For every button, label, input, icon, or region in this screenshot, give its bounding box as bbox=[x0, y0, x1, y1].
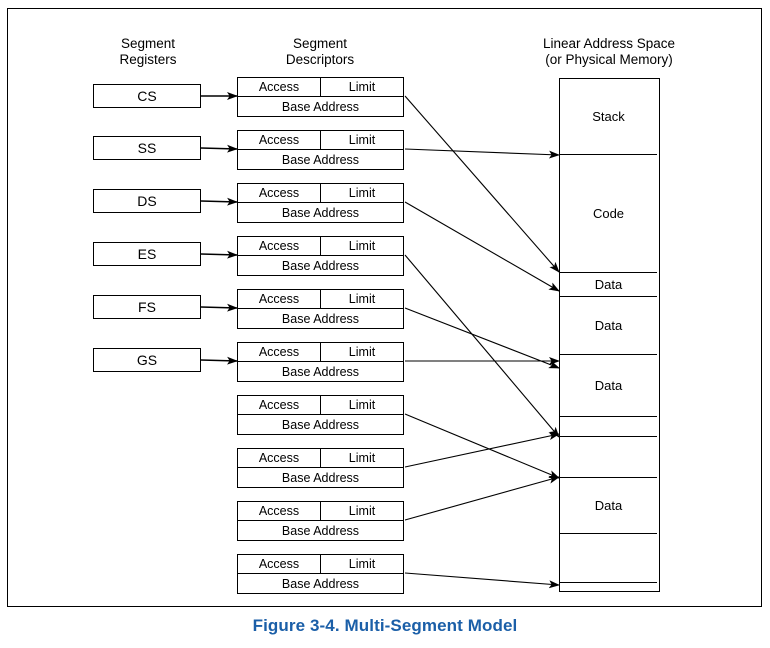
descriptor-access-cell: Access bbox=[238, 78, 321, 96]
memory-block-stack[interactable]: Stack bbox=[560, 79, 657, 155]
descriptor-access-cell: Access bbox=[238, 184, 321, 202]
segment-register-label: FS bbox=[138, 299, 156, 315]
descriptor-limit-cell: Limit bbox=[348, 504, 376, 518]
linear-address-space-column: Stack Code Data Data Data Data bbox=[559, 78, 660, 592]
segment-descriptor-1[interactable]: Access Limit Base Address bbox=[237, 77, 404, 117]
segment-register-ss[interactable]: SS bbox=[93, 136, 201, 160]
segment-descriptor-3[interactable]: Access Limit Base Address bbox=[237, 183, 404, 223]
segment-descriptor-10[interactable]: Access Limit Base Address bbox=[237, 554, 404, 594]
segment-register-gs[interactable]: GS bbox=[93, 348, 201, 372]
segment-register-cs[interactable]: CS bbox=[93, 84, 201, 108]
descriptor-base-address-row: Base Address bbox=[237, 573, 404, 594]
memory-block-empty-1[interactable] bbox=[560, 417, 657, 437]
descriptor-base-address-row: Base Address bbox=[237, 520, 404, 541]
descriptor-access-limit-row: Access Limit bbox=[237, 448, 404, 468]
descriptor-access-cell: Access bbox=[238, 131, 321, 149]
descriptor-base-address-row: Base Address bbox=[237, 149, 404, 170]
segment-register-fs[interactable]: FS bbox=[93, 295, 201, 319]
descriptor-base-address-row: Base Address bbox=[237, 414, 404, 435]
segment-register-label: DS bbox=[137, 193, 157, 209]
figure-border bbox=[7, 8, 762, 607]
segment-descriptor-6[interactable]: Access Limit Base Address bbox=[237, 342, 404, 382]
segment-descriptor-8[interactable]: Access Limit Base Address bbox=[237, 448, 404, 488]
segment-register-label: CS bbox=[137, 88, 157, 104]
descriptor-base-address-row: Base Address bbox=[237, 308, 404, 329]
descriptor-limit-cell: Limit bbox=[348, 80, 376, 94]
descriptor-base-address-row: Base Address bbox=[237, 467, 404, 488]
descriptor-limit-cell: Limit bbox=[348, 133, 376, 147]
segment-descriptors-header: Segment Descriptors bbox=[285, 36, 355, 67]
descriptor-access-cell: Access bbox=[238, 237, 321, 255]
descriptor-base-address-row: Base Address bbox=[237, 361, 404, 382]
descriptor-access-limit-row: Access Limit bbox=[237, 289, 404, 309]
descriptor-base-address-row: Base Address bbox=[237, 202, 404, 223]
descriptor-base-address-row: Base Address bbox=[237, 255, 404, 276]
segment-descriptor-9[interactable]: Access Limit Base Address bbox=[237, 501, 404, 541]
descriptor-access-limit-row: Access Limit bbox=[237, 236, 404, 256]
segment-descriptor-4[interactable]: Access Limit Base Address bbox=[237, 236, 404, 276]
memory-block-empty-2[interactable] bbox=[560, 437, 657, 478]
descriptor-access-limit-row: Access Limit bbox=[237, 130, 404, 150]
descriptor-limit-cell: Limit bbox=[348, 292, 376, 306]
memory-block-data-1[interactable]: Data bbox=[560, 273, 657, 297]
segment-descriptor-7[interactable]: Access Limit Base Address bbox=[237, 395, 404, 435]
descriptor-access-cell: Access bbox=[238, 502, 321, 520]
descriptor-access-cell: Access bbox=[238, 396, 321, 414]
descriptor-limit-cell: Limit bbox=[348, 451, 376, 465]
segment-registers-header: Segment Registers bbox=[119, 36, 177, 67]
memory-block-data-2[interactable]: Data bbox=[560, 297, 657, 355]
descriptor-limit-cell: Limit bbox=[348, 345, 376, 359]
descriptor-limit-cell: Limit bbox=[348, 186, 376, 200]
memory-block-data-4[interactable]: Data bbox=[560, 478, 657, 534]
descriptor-access-cell: Access bbox=[238, 343, 321, 361]
segment-register-label: GS bbox=[136, 352, 158, 368]
descriptor-limit-cell: Limit bbox=[348, 398, 376, 412]
segment-descriptor-2[interactable]: Access Limit Base Address bbox=[237, 130, 404, 170]
segment-descriptor-5[interactable]: Access Limit Base Address bbox=[237, 289, 404, 329]
segment-register-label: SS bbox=[137, 140, 157, 156]
descriptor-access-cell: Access bbox=[238, 555, 321, 573]
descriptor-limit-cell: Limit bbox=[348, 557, 376, 571]
linear-address-space-header: Linear Address Space (or Physical Memory… bbox=[542, 36, 676, 67]
descriptor-access-cell: Access bbox=[238, 290, 321, 308]
descriptor-access-limit-row: Access Limit bbox=[237, 77, 404, 97]
descriptor-limit-cell: Limit bbox=[348, 239, 376, 253]
memory-block-code[interactable]: Code bbox=[560, 155, 657, 273]
figure-caption: Figure 3-4. Multi-Segment Model bbox=[252, 616, 518, 635]
descriptor-access-limit-row: Access Limit bbox=[237, 342, 404, 362]
descriptor-base-address-row: Base Address bbox=[237, 96, 404, 117]
memory-block-empty-3[interactable] bbox=[560, 534, 657, 583]
segment-register-label: ES bbox=[137, 246, 157, 262]
memory-block-data-3[interactable]: Data bbox=[560, 355, 657, 417]
segment-register-es[interactable]: ES bbox=[93, 242, 201, 266]
descriptor-access-limit-row: Access Limit bbox=[237, 395, 404, 415]
descriptor-access-cell: Access bbox=[238, 449, 321, 467]
segment-register-ds[interactable]: DS bbox=[93, 189, 201, 213]
descriptor-access-limit-row: Access Limit bbox=[237, 183, 404, 203]
descriptor-access-limit-row: Access Limit bbox=[237, 554, 404, 574]
descriptor-access-limit-row: Access Limit bbox=[237, 501, 404, 521]
